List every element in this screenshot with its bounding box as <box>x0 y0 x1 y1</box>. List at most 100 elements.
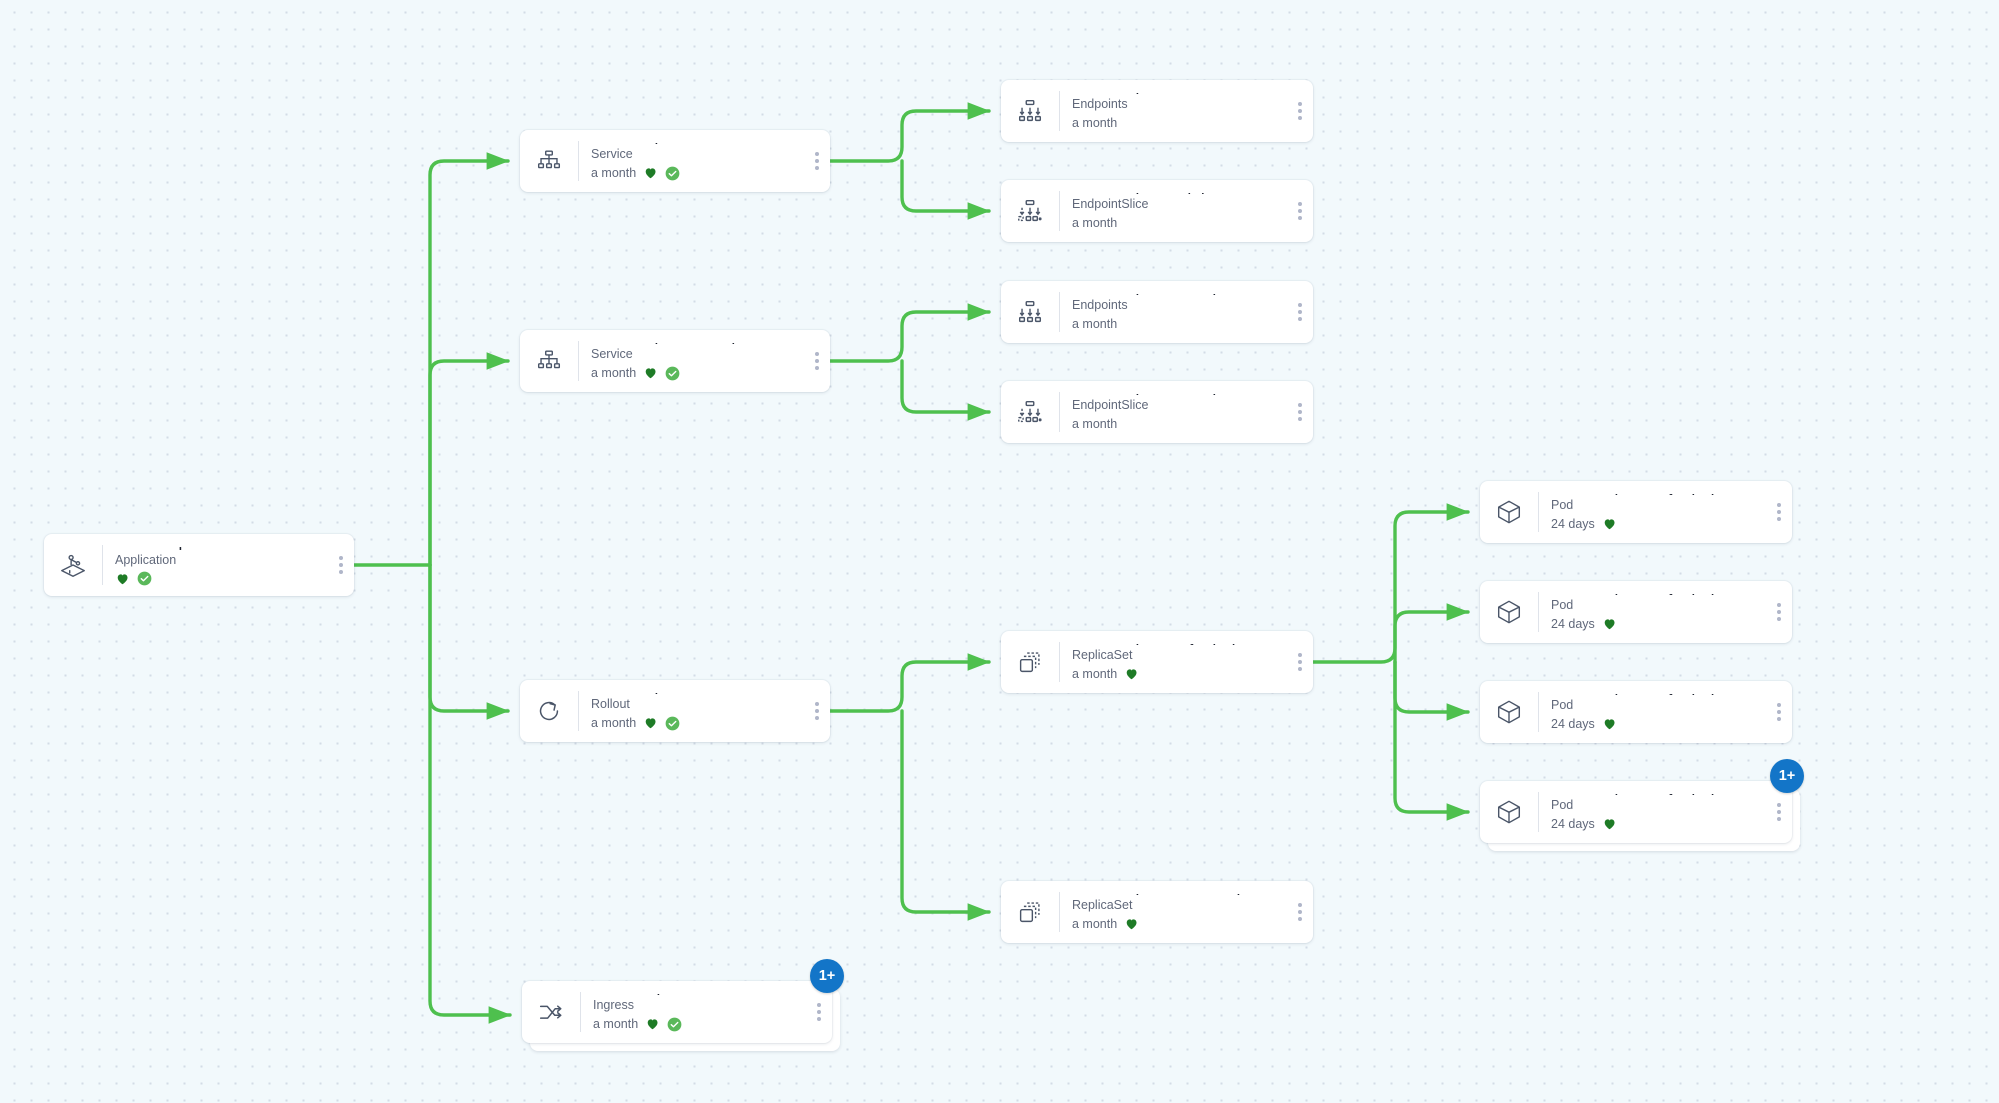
resource-node-application[interactable]: canary-demoApplication <box>44 534 354 596</box>
node-kind: Application <box>115 553 177 568</box>
node-title: canary-demo <box>1072 90 1287 94</box>
node-kind: Pod <box>1551 697 1574 712</box>
health-status-icon <box>643 716 658 730</box>
node-menu-button[interactable] <box>804 130 830 192</box>
node-menu-button[interactable] <box>1287 381 1313 443</box>
node-title: canary-demo-7f89b8b97... <box>1551 591 1766 595</box>
node-age: a month <box>1072 416 1118 431</box>
node-age: 24 days <box>1551 616 1595 631</box>
replicaset-icon <box>1001 631 1059 693</box>
node-meta-row: 24 days <box>1551 616 1766 634</box>
node-divider <box>578 141 579 181</box>
resource-node-endpoints-canary-demo[interactable]: canary-demoEndpointsa month <box>1001 80 1313 142</box>
node-divider <box>1059 892 1060 932</box>
node-text-column: canary-demoRollouta month <box>579 680 804 742</box>
node-menu-button[interactable] <box>1287 180 1313 242</box>
resource-node-endpointslice-canary-demo-preview-v[interactable]: canary-demo-preview-v... EndpointSlice a m… <box>1001 381 1313 443</box>
endpoints-icon <box>1001 80 1059 142</box>
node-meta-row: 24 days <box>1551 516 1766 534</box>
health-status-icon <box>1124 917 1139 931</box>
health-status-icon <box>1602 717 1617 731</box>
ingress-icon <box>522 981 580 1043</box>
health-status-icon <box>115 572 130 586</box>
node-divider <box>1059 292 1060 332</box>
node-meta-row: a month <box>593 1016 806 1034</box>
node-age: 24 days <box>1551 816 1595 831</box>
node-divider <box>1538 492 1539 532</box>
node-menu-button[interactable] <box>1287 881 1313 943</box>
node-title: canary-demo-preview <box>1072 291 1287 295</box>
node-menu-button[interactable] <box>1287 80 1313 142</box>
node-age: 24 days <box>1551 716 1595 731</box>
resource-node-replicaset-7f89b8b978[interactable]: canary-demo-7f89b8b978ReplicaSet a month <box>1001 631 1313 693</box>
group-count-badge[interactable]: 1+ <box>1770 759 1804 793</box>
node-age: a month <box>1072 215 1118 230</box>
node-meta-row: a month <box>1072 215 1287 233</box>
node-divider <box>1059 91 1060 131</box>
node-menu-button[interactable] <box>806 981 832 1043</box>
sync-status-icon <box>665 366 680 381</box>
node-meta-row: a month <box>591 715 804 733</box>
node-menu-button[interactable] <box>1287 281 1313 343</box>
node-menu-button[interactable] <box>804 330 830 392</box>
node-divider <box>1538 792 1539 832</box>
node-age: a month <box>591 365 637 380</box>
sync-status-icon <box>665 166 680 181</box>
endpointslice-icon <box>1001 381 1059 443</box>
node-kind: EndpointSlice <box>1072 397 1149 412</box>
node-age: a month <box>1072 666 1118 681</box>
node-age: a month <box>1072 916 1118 931</box>
node-age: a month <box>1072 115 1118 130</box>
node-meta-row: a month <box>591 365 804 383</box>
health-status-icon <box>1602 817 1617 831</box>
resource-node-endpoints-canary-demo-preview[interactable]: canary-demo-previewEndpointsa month <box>1001 281 1313 343</box>
node-kind: Pod <box>1551 497 1574 512</box>
resource-node-ingress-canary-demo[interactable]: canary-demoIngressa month <box>522 981 832 1043</box>
node-title: canary-demo-clpjw <box>1072 190 1287 194</box>
health-status-icon <box>1602 617 1617 631</box>
resource-node-service-canary-demo-preview[interactable]: canary-demo-previewServicea month <box>520 330 830 392</box>
node-kind: Service <box>591 146 633 161</box>
node-meta-row: 24 days <box>1551 816 1766 834</box>
service-icon <box>520 130 578 192</box>
health-status-icon <box>1602 517 1617 531</box>
node-text-column: canary-demo-7f89b8b978ReplicaSet a month <box>1060 631 1287 693</box>
node-text-column: canary-demo-clpjwEndpointSlicea month <box>1060 180 1287 242</box>
health-status-icon <box>643 166 658 180</box>
node-menu-button[interactable] <box>328 534 354 596</box>
node-age: a month <box>591 165 637 180</box>
resource-node-rollout-canary-demo[interactable]: canary-demoRollouta month <box>520 680 830 742</box>
node-divider <box>102 545 103 585</box>
resource-node-replicaset-967754b4c[interactable]: canary-demo-967754b4cReplicaSeta month <box>1001 881 1313 943</box>
node-menu-button[interactable] <box>1766 581 1792 643</box>
service-icon <box>520 330 578 392</box>
node-menu-button[interactable] <box>1766 781 1792 843</box>
resource-node-endpointslice-canary-demo-clpjw[interactable]: canary-demo-clpjwEndpointSlicea month <box>1001 180 1313 242</box>
node-kind: ReplicaSet <box>1072 647 1133 662</box>
node-menu-button[interactable] <box>804 680 830 742</box>
node-kind: Ingress <box>593 997 634 1012</box>
node-title: canary-demo-7f89b8b978 <box>1072 641 1287 645</box>
node-title: canary-demo <box>591 690 804 694</box>
sync-status-icon <box>665 716 680 731</box>
node-text-column: canary-demo-previewServicea month <box>579 330 804 392</box>
node-text-column: canary-demo-previewEndpointsa month <box>1060 281 1287 343</box>
node-divider <box>1538 692 1539 732</box>
node-menu-button[interactable] <box>1287 631 1313 693</box>
endpointslice-icon <box>1001 180 1059 242</box>
node-menu-button[interactable] <box>1766 681 1792 743</box>
group-count-badge[interactable]: 1+ <box>810 959 844 993</box>
resource-node-service-canary-demo[interactable]: canary-demoServicea month <box>520 130 830 192</box>
node-meta-row: a month <box>1072 666 1287 684</box>
node-title: canary-demo-preview-v... <box>1072 391 1287 395</box>
node-menu-button[interactable] <box>1766 481 1792 543</box>
pod-icon <box>1480 581 1538 643</box>
